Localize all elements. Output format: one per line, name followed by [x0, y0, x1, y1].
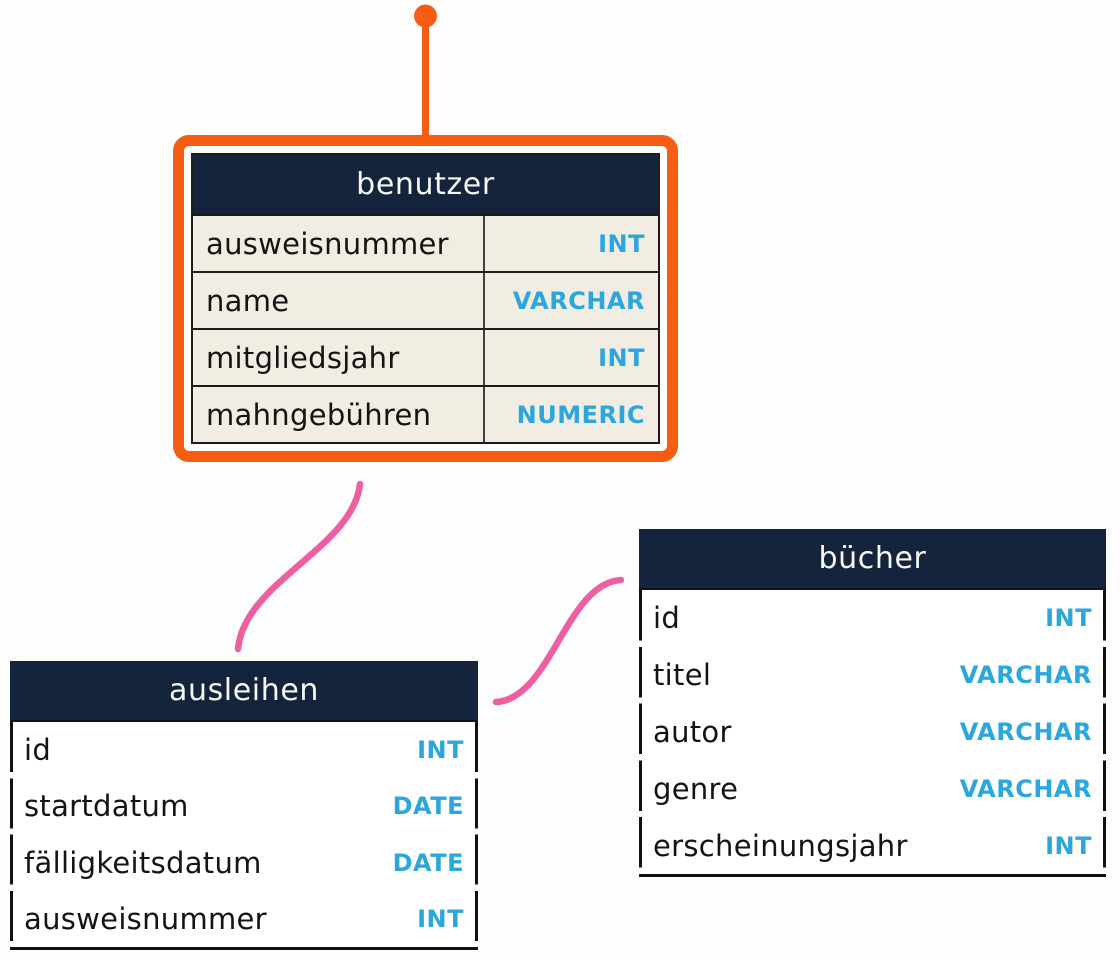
- field-name: titel: [653, 658, 712, 693]
- field-type: INT: [483, 216, 658, 271]
- table-buecher[interactable]: bücher id INT titel VARCHAR autor VARCHA…: [639, 529, 1106, 877]
- field-type: VARCHAR: [959, 717, 1092, 746]
- field-row[interactable]: ausweisnummer INT: [193, 214, 658, 271]
- field-row[interactable]: fälligkeitsdatum DATE: [10, 835, 478, 891]
- field-row[interactable]: genre VARCHAR: [639, 760, 1106, 817]
- table-title: ausleihen: [168, 673, 320, 708]
- table-benutzer[interactable]: benutzer ausweisnummer INT name VARCHAR …: [191, 153, 660, 444]
- field-name: ausweisnummer: [24, 901, 267, 936]
- field-type: DATE: [392, 792, 464, 821]
- field-name: startdatum: [24, 789, 189, 824]
- field-name: name: [206, 283, 290, 318]
- field-type: DATE: [392, 848, 464, 877]
- field-row[interactable]: autor VARCHAR: [639, 704, 1106, 761]
- field-name: id: [653, 601, 681, 636]
- field-type: VARCHAR: [959, 661, 1092, 690]
- field-name: autor: [653, 714, 732, 749]
- relation-benutzer-ausleihen[interactable]: [234, 480, 364, 653]
- field-type: INT: [417, 736, 464, 765]
- field-row[interactable]: id INT: [10, 722, 478, 778]
- field-type: INT: [1045, 604, 1092, 633]
- field-name: fälligkeitsdatum: [24, 845, 262, 880]
- table-title: benutzer: [356, 167, 495, 202]
- field-type: INT: [417, 904, 464, 933]
- field-name: ausweisnummer: [206, 226, 449, 261]
- field-row[interactable]: titel VARCHAR: [639, 647, 1106, 704]
- field-type: INT: [483, 330, 658, 385]
- table-buecher-title-bar[interactable]: bücher: [639, 529, 1106, 590]
- field-type: INT: [1045, 831, 1092, 860]
- table-title: bücher: [818, 541, 927, 576]
- table-buecher-body: id INT titel VARCHAR autor VARCHAR genre…: [639, 590, 1106, 877]
- field-name: mitgliedsjahr: [206, 340, 400, 375]
- field-row[interactable]: mitgliedsjahr INT: [193, 328, 658, 385]
- field-type: NUMERIC: [483, 387, 658, 442]
- field-row[interactable]: name VARCHAR: [193, 271, 658, 328]
- table-ausleihen-title-bar[interactable]: ausleihen: [10, 661, 478, 722]
- field-row[interactable]: id INT: [639, 590, 1106, 647]
- field-type: VARCHAR: [959, 774, 1092, 803]
- table-ausleihen-body: id INT startdatum DATE fälligkeitsdatum …: [10, 722, 478, 950]
- table-ausleihen[interactable]: ausleihen id INT startdatum DATE fälligk…: [10, 661, 478, 950]
- field-name: id: [24, 733, 52, 768]
- table-benutzer-title-bar[interactable]: benutzer: [193, 155, 658, 214]
- relation-ausleihen-buecher[interactable]: [492, 576, 625, 706]
- field-name: erscheinungsjahr: [653, 828, 908, 863]
- selection-highlight-benutzer: benutzer ausweisnummer INT name VARCHAR …: [173, 135, 678, 462]
- selection-anchor-dot[interactable]: [414, 4, 437, 28]
- field-row[interactable]: erscheinungsjahr INT: [639, 817, 1106, 874]
- field-name: mahngebühren: [206, 397, 432, 432]
- field-type: VARCHAR: [483, 273, 658, 328]
- field-row[interactable]: mahngebühren NUMERIC: [193, 385, 658, 442]
- field-name: genre: [653, 771, 739, 806]
- field-row[interactable]: ausweisnummer INT: [10, 891, 478, 947]
- field-row[interactable]: startdatum DATE: [10, 778, 478, 834]
